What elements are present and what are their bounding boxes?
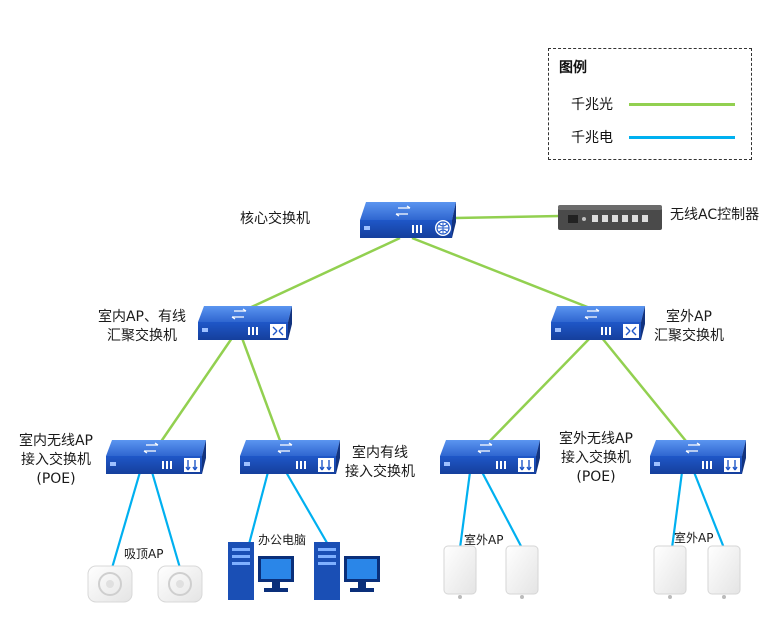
legend-title: 图例 [559,60,587,76]
indoor-ap-access-switch-icon [106,440,206,474]
fiber-links [156,214,691,447]
ac-controller-icon [558,205,662,230]
label-office-pc: 办公电脑 [258,533,307,547]
ceiling-ap-icon-2 [157,565,203,603]
label-ceiling-ap: 吸顶AP [124,547,164,561]
label-core-switch: 核心交换机 [240,211,310,227]
link-pc-1 [246,471,270,549]
label-outdoor-ap-access-line1: 室外无线AP [558,431,634,447]
link-outdoor-ap-1 [458,471,472,549]
label-indoor-ap-access-line3: (POE) [36,471,76,487]
link-pc-2 [285,471,331,549]
indoor-agg-switch-icon [198,306,292,340]
legend-swatch-fiber [629,103,735,106]
label-indoor-agg-line2: 汇聚交换机 [107,328,177,344]
outdoor-ap-icon-3 [653,545,687,599]
label-indoor-wired-access-line2: 接入交换机 [345,464,415,480]
indoor-wired-access-switch-icon [240,440,340,474]
outdoor-ap-icon-4 [707,545,741,599]
legend-swatch-copper [629,136,735,139]
legend-box: 图例 千兆光 千兆电 [548,48,752,160]
link-outdoor-ap-3 [670,471,684,549]
label-outdoor-ap-access-line2: 接入交换机 [561,450,631,466]
label-outdoor-ap-access-line3: (POE) [576,469,616,485]
link-agg-outdoor-ap-access-1 [484,337,591,447]
label-outdoor-ap-1: 室外AP [464,533,504,547]
outdoor-ap-access-switch-icon-2 [650,440,746,474]
copper-links [110,471,726,569]
outdoor-agg-switch-icon [551,306,645,340]
office-pc-icon-1 [228,542,294,600]
label-outdoor-agg-line1: 室外AP [665,309,713,325]
ceiling-ap-icon-1 [87,565,133,603]
legend-label-copper: 千兆电 [571,130,613,146]
link-agg-indoor-wired-access [240,337,284,447]
link-agg-indoor-ap-access [156,337,234,447]
label-indoor-wired-access-line1: 室内有线 [352,445,408,461]
label-outdoor-agg-line2: 汇聚交换机 [654,328,724,344]
legend-label-fiber: 千兆光 [571,97,613,113]
link-core-indoor-agg [244,236,401,312]
link-ceiling-ap-1 [110,471,142,569]
link-outdoor-ap-2 [481,471,523,549]
label-indoor-ap-access-line2: 接入交换机 [21,452,91,468]
label-ac-controller: 无线AC控制器 [670,207,760,223]
outdoor-ap-icon-1 [443,545,477,599]
outdoor-ap-icon-2 [505,545,539,599]
link-ceiling-ap-2 [150,471,182,569]
outdoor-ap-access-switch-icon-1 [440,440,540,474]
label-outdoor-ap-2: 室外AP [674,531,714,545]
office-pc-icon-2 [314,542,380,600]
core-switch-icon [360,202,456,238]
link-agg-outdoor-ap-access-2 [601,337,691,447]
label-indoor-ap-access-line1: 室内无线AP [18,433,94,449]
label-indoor-agg-line1: 室内AP、有线 [97,309,187,325]
link-outdoor-ap-4 [692,471,726,549]
link-core-outdoor-agg [411,236,596,312]
link-core-ac [454,214,561,220]
